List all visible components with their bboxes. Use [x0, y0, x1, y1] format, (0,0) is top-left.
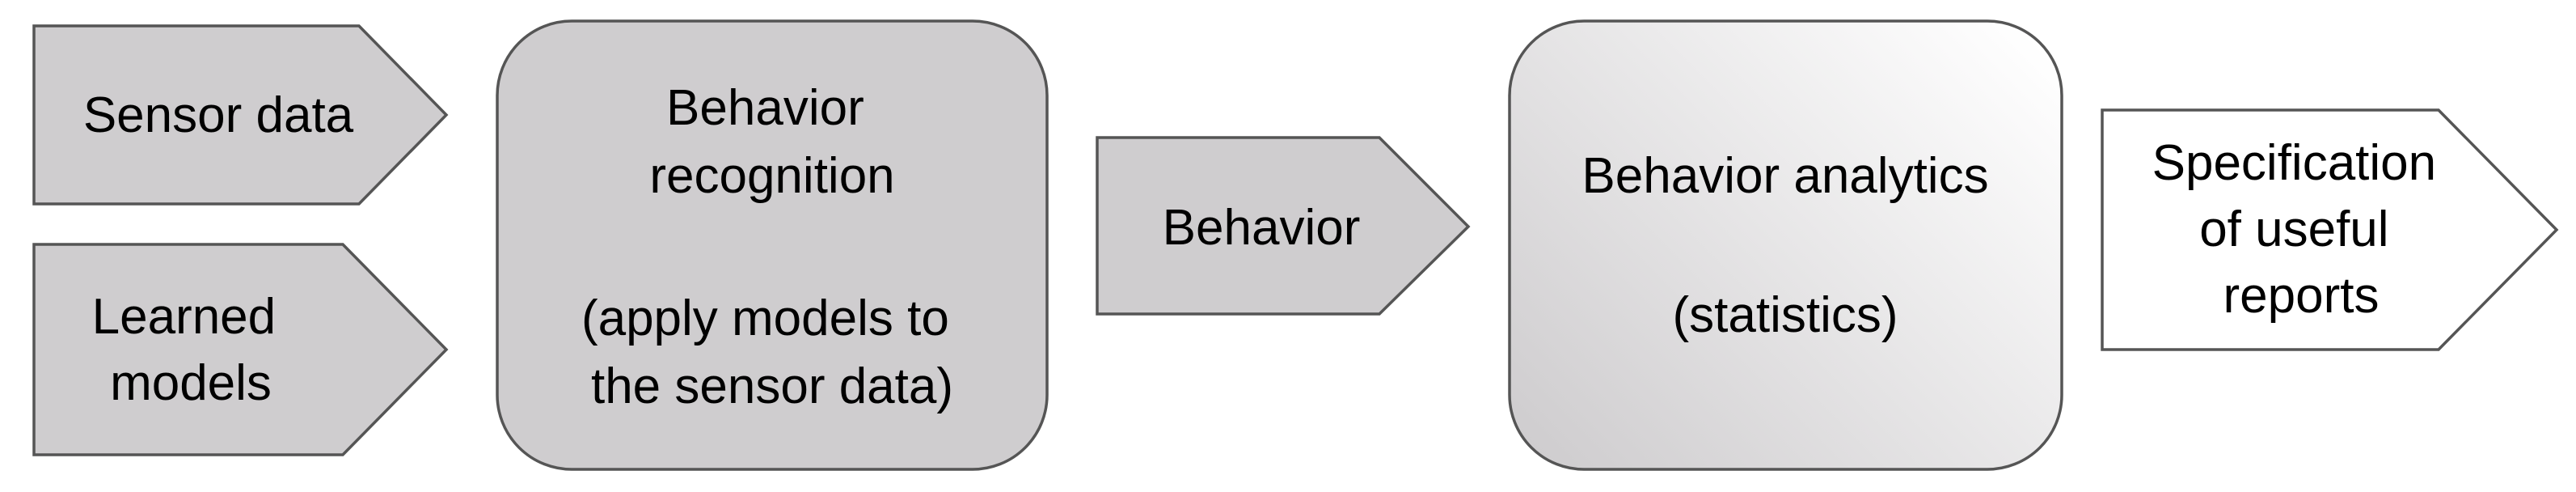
behavior-arrow-shape [1096, 136, 1471, 316]
node-sensor-data: Sensor data [32, 24, 449, 206]
node-behavior-analytics: Behavior analytics (statistics) [1508, 19, 2063, 471]
behavior-analytics-title: Behavior analytics [1581, 148, 1988, 204]
sensor-data-arrow-shape [32, 24, 449, 206]
behavior-recognition-detail: (apply models to the sensor data) [581, 291, 963, 414]
node-behavior-recognition: Behavior recognition (apply models to th… [496, 19, 1049, 471]
node-learned-models: Learned models [32, 243, 449, 456]
sensor-data-label: Sensor data [83, 87, 354, 143]
node-specification: Specification of useful reports [2101, 108, 2559, 351]
learned-models-label: Learned models [92, 289, 290, 411]
behavior-recognition-box [496, 19, 1049, 471]
learned-models-arrow-shape [32, 243, 449, 456]
behavior-recognition-title: Behavior recognition [649, 80, 894, 204]
specification-label: Specification of useful reports [2152, 135, 2451, 324]
behavior-label: Behavior [1163, 200, 1361, 256]
behavior-analytics-box [1508, 19, 2063, 471]
node-behavior: Behavior [1096, 136, 1471, 316]
behavior-analytics-detail: (statistics) [1673, 287, 1898, 343]
specification-arrow-shape [2101, 108, 2559, 351]
